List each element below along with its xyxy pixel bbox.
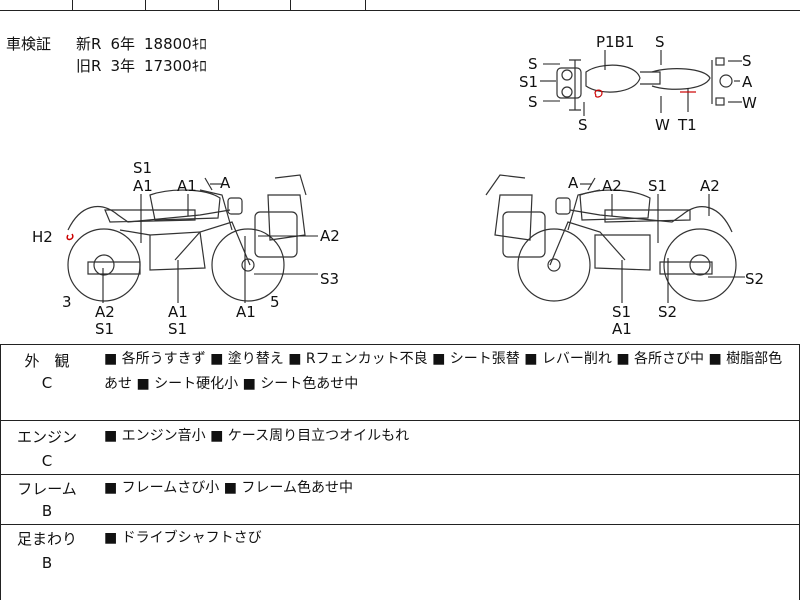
label-s3: S3 — [320, 270, 340, 288]
label-s: S — [578, 116, 588, 134]
section-suspension: 足まわり B ■ ドライブシャフトさび — [0, 524, 800, 601]
inspection-price: 17300ｷﾛ — [143, 57, 207, 75]
label-a: A — [568, 174, 579, 192]
label-p1b1: P1B1 — [596, 33, 635, 51]
label-s1: S1 — [168, 320, 188, 338]
header-strip — [0, 0, 800, 11]
inspection-info: 車検証 新R 6年 18800ｷﾛ 旧R 3年 17300ｷﾛ — [6, 33, 207, 77]
label-h2: H2 — [32, 228, 53, 246]
top-view-leaders — [540, 50, 742, 116]
table-left-border — [0, 344, 1, 600]
label-s: S — [655, 33, 665, 51]
inspection-years: 3年 — [110, 57, 135, 75]
inspection-price: 18800ｷﾛ — [143, 35, 207, 53]
label-a1: A1 — [612, 320, 632, 338]
label-s: S — [742, 52, 752, 70]
label-s1: S1 — [648, 177, 668, 195]
label-a: A — [742, 73, 753, 91]
section-frame: フレーム B ■ フレームさび小 ■ フレーム色あせ中 — [0, 474, 800, 525]
inspection-label: 車検証 — [6, 35, 52, 53]
label-s1: S1 — [133, 159, 153, 177]
label-a1: A1 — [236, 303, 256, 321]
label-a1: A1 — [168, 303, 188, 321]
section-grade: B — [41, 554, 53, 572]
inspection-type: 旧R — [76, 57, 102, 75]
section-exterior: 外 観 C ■ 各所うすきず ■ 塗り替え ■ Rフェンカット不良 ■ シート張… — [0, 344, 800, 421]
section-notes: ■ 各所うすきず ■ 塗り替え ■ Rフェンカット不良 ■ シート張替 ■ レバ… — [104, 351, 783, 392]
section-notes: ■ フレームさび小 ■ フレーム色あせ中 — [104, 480, 353, 496]
label-t1: T1 — [678, 116, 697, 134]
section-name: 外 観 — [24, 352, 70, 370]
label-a1: A1 — [133, 177, 153, 195]
left-view-bike — [67, 174, 307, 302]
label-a: A — [220, 174, 231, 192]
section-grade: B — [41, 502, 53, 520]
label-s1: S1 — [519, 73, 539, 91]
section-grade: C — [41, 374, 53, 392]
section-name: エンジン — [16, 428, 77, 446]
label-s1: S1 — [95, 320, 115, 338]
section-notes: ■ エンジン音小 ■ ケース周り目立つオイルもれ — [104, 428, 410, 444]
section-grade: C — [41, 452, 53, 470]
label-s2: S2 — [658, 303, 678, 321]
section-name: フレーム — [17, 480, 77, 498]
label-a2: A2 — [602, 177, 622, 195]
left-view-leaders — [102, 183, 318, 303]
label-a2: A2 — [320, 227, 340, 245]
label-s2: S2 — [745, 270, 765, 288]
label-w: W — [655, 116, 670, 134]
label-s1: S1 — [612, 303, 632, 321]
inspection-type: 新R — [76, 35, 102, 53]
label-5: 5 — [270, 293, 280, 311]
label-a2: A2 — [95, 303, 115, 321]
label-s: S — [528, 93, 538, 111]
section-name: 足まわり — [16, 530, 77, 548]
top-view-bike — [556, 57, 733, 111]
inspection-years: 6年 — [110, 35, 135, 53]
label-a1: A1 — [177, 177, 197, 195]
section-notes: ■ ドライブシャフトさび — [104, 530, 262, 546]
right-view-bike — [485, 174, 737, 302]
section-engine: エンジン C ■ エンジン音小 ■ ケース周り目立つオイルもれ — [0, 420, 800, 475]
label-s: S — [528, 55, 538, 73]
right-view-leaders — [580, 183, 745, 303]
label-3: 3 — [62, 293, 72, 311]
label-a2: A2 — [700, 177, 720, 195]
label-w: W — [742, 94, 757, 112]
damage-mark — [594, 89, 603, 98]
